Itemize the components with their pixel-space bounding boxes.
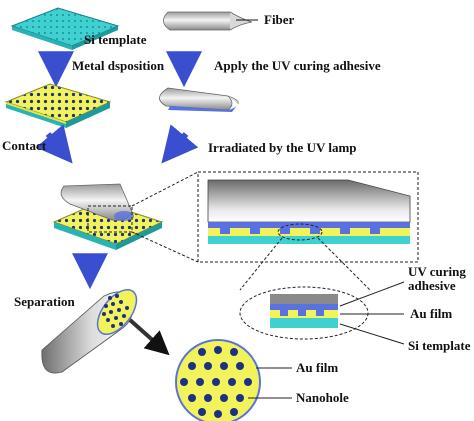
irradiated-label: Irradiated by the UV lamp — [208, 140, 357, 155]
fiber-with-adhesive — [159, 87, 239, 112]
au-coated-template — [4, 83, 112, 128]
au-film-zoom-label: Au film — [410, 306, 452, 321]
apply-uv-label: Apply the UV curing adhesive — [214, 58, 381, 73]
layer-zoom-ellipse — [239, 286, 369, 340]
contact-label: Contact — [2, 138, 47, 153]
zoom-panel — [197, 171, 419, 263]
uv-leader-line — [339, 281, 405, 307]
fiber-label: Fiber — [264, 12, 295, 27]
zoom2-line-left — [239, 237, 283, 291]
au-film-end-label: Au film — [296, 360, 338, 375]
separated-fiber — [41, 289, 138, 374]
zoom-line-bottom — [131, 231, 199, 263]
si-template-label: Si template — [84, 32, 147, 47]
si-leader-line — [339, 323, 405, 345]
uv-curing-label-line1: UV curing — [408, 264, 466, 279]
zoom-line-top — [131, 171, 199, 207]
uv-curing-label-line2: adhesive — [408, 278, 456, 293]
fiber-end-view — [175, 339, 261, 421]
arrow-to-end-view — [128, 318, 170, 356]
zoom2-line-right — [317, 237, 371, 291]
contact-zoom-box — [87, 205, 133, 233]
nanohole-label: Nanohole — [296, 390, 349, 405]
si-template-zoom-label: Si template — [408, 338, 471, 353]
arrow-contact — [35, 124, 73, 164]
separation-label: Separation — [14, 294, 75, 309]
contact-assembly — [52, 183, 164, 250]
fiber-icon — [163, 11, 253, 31]
si-template-plate — [10, 7, 120, 50]
arrow-irradiated — [161, 124, 199, 164]
metal-deposition-label: Metal dsposition — [72, 58, 165, 73]
